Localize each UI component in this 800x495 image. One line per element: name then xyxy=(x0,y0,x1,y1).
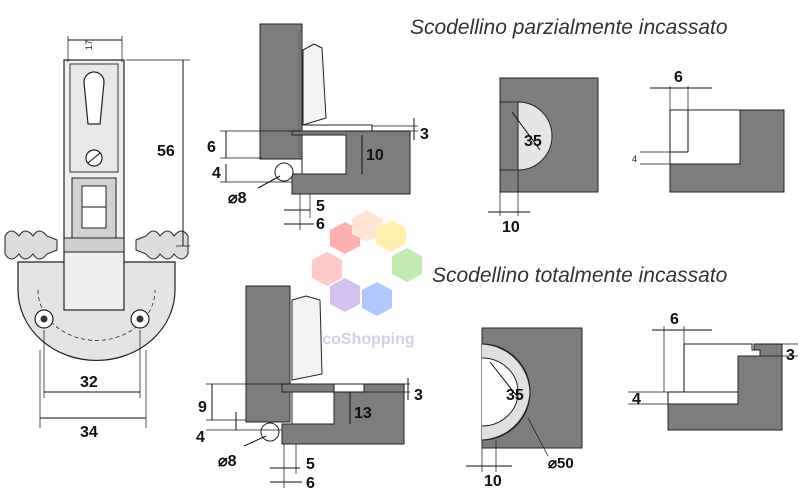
profile-cabinet-total xyxy=(667,343,783,431)
hinge-left-wing xyxy=(4,230,58,260)
watermark-text: BricoShopping xyxy=(300,331,415,348)
dim-partial-3-right: 3 xyxy=(420,126,429,143)
dim-total-profile-top: 6 xyxy=(670,311,679,328)
total-cup-front: 35 ⌀50 10 xyxy=(466,327,583,490)
dim-hinge-inner-width: 32 xyxy=(80,374,98,391)
pivot-pin-total xyxy=(260,422,280,442)
dim-total-offset-5: 5 xyxy=(306,456,315,473)
door-panel xyxy=(259,23,303,160)
dim-partial-offset-5: 5 xyxy=(316,198,325,215)
partial-cup-front: 35 10 xyxy=(488,77,599,236)
dim-partial-4-left: 4 xyxy=(212,165,221,182)
hinge-right-wing xyxy=(135,230,189,260)
door-panel-total xyxy=(245,285,291,423)
dim-total-cup-outer: ⌀50 xyxy=(548,455,574,472)
dim-total-offset-6: 6 xyxy=(306,475,315,492)
hinge-arm-side xyxy=(302,43,327,126)
hinge-base-plate xyxy=(17,261,176,362)
partial-profile: 6 4 xyxy=(632,69,785,193)
dim-total-9-left: 9 xyxy=(198,399,207,416)
dim-partial-offset-6: 6 xyxy=(316,216,325,233)
total-profile: 6 3 4 xyxy=(628,311,798,431)
dim-total-diameter: ⌀8 xyxy=(218,453,237,470)
dim-partial-cup-diameter: 35 xyxy=(524,133,542,150)
dim-partial-profile-top: 6 xyxy=(674,69,683,86)
dim-partial-6-left: 6 xyxy=(207,139,216,156)
hinge-front-view: 17 56 32 34 xyxy=(4,36,190,441)
dim-total-cup-diameter: 35 xyxy=(506,387,524,404)
hinge-arm-side-total xyxy=(291,295,323,381)
cup-hole-partial xyxy=(517,101,553,171)
dim-hinge-top: 17 xyxy=(84,40,94,50)
watermark-logo: BricoShopping xyxy=(300,210,422,348)
dim-total-4-left: 4 xyxy=(196,429,205,446)
dim-hinge-outer-width: 34 xyxy=(80,424,98,441)
pivot-pin xyxy=(274,162,294,182)
cup-hole-total xyxy=(481,357,519,427)
dim-total-cup-depth: 13 xyxy=(354,405,372,422)
dim-partial-profile-side: 4 xyxy=(632,154,637,164)
title-partial: Scodellino parzialmente incassato xyxy=(410,16,728,39)
keyhole-slot xyxy=(83,71,105,125)
dim-partial-cup-edge: 10 xyxy=(502,219,520,236)
total-section-view: 9 4 3 13 ⌀8 5 6 xyxy=(196,285,423,492)
dim-partial-diameter: ⌀8 xyxy=(228,190,247,207)
dim-hinge-height: 56 xyxy=(157,143,175,160)
dim-total-profile-right: 3 xyxy=(786,347,795,364)
profile-cabinet-partial xyxy=(669,109,785,193)
dim-total-cup-edge: 10 xyxy=(484,473,502,490)
dim-total-3-right: 3 xyxy=(414,387,423,404)
dim-partial-cup-depth: 10 xyxy=(366,147,384,164)
title-total: Scodellino totalmente incassato xyxy=(432,264,728,287)
partial-section-view: 6 4 3 10 ⌀8 5 6 xyxy=(207,23,429,233)
dim-total-profile-side: 4 xyxy=(632,391,641,408)
